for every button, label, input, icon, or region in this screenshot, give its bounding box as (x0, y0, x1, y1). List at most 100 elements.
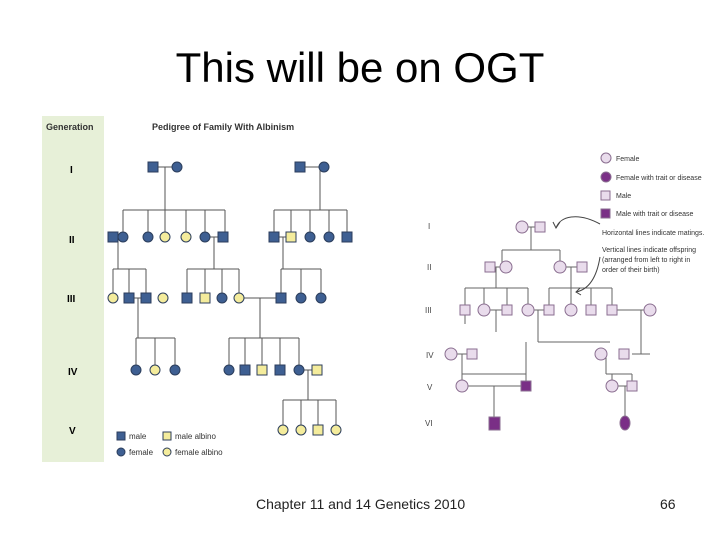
male-albino-symbol (312, 424, 324, 436)
female-symbol (216, 292, 228, 304)
female-symbol (521, 303, 535, 317)
female-symbol (130, 364, 142, 376)
male-symbol (123, 292, 135, 304)
female-symbol (171, 161, 183, 173)
footer-text: Chapter 11 and 14 Genetics 2010 (256, 496, 466, 512)
female-albino-symbol (330, 424, 342, 436)
male-affected-symbol (488, 416, 501, 431)
legend-male-albino-label: male albino (175, 432, 216, 441)
male-symbol (268, 231, 280, 243)
pedigree-symbols (444, 220, 657, 431)
generation-column-panel (42, 116, 104, 462)
vertical-lines-note-3: order of their birth) (602, 267, 660, 274)
male-symbol (576, 261, 588, 273)
female-albino-symbol (157, 292, 169, 304)
generation-label-v: V (69, 426, 76, 437)
male-symbol (140, 292, 152, 304)
female-symbol (295, 292, 307, 304)
female-albino-symbol (295, 424, 307, 436)
generation-label-i: I (70, 165, 73, 176)
male-symbol (181, 292, 193, 304)
annotation-arrows (552, 216, 601, 296)
female-symbol (515, 220, 529, 234)
generation-label-iv: IV (68, 367, 78, 378)
legend-female-affected-swatch (600, 171, 612, 183)
female-symbol (323, 231, 335, 243)
female-symbol (304, 231, 316, 243)
legend-female-label: Female (616, 156, 639, 163)
gen-label-iv: IV (426, 351, 434, 360)
generation-label-iii: III (67, 294, 76, 305)
female-symbol (117, 231, 129, 243)
horizontal-lines-note: Horizontal lines indicate matings. (602, 230, 704, 237)
female-symbol (455, 379, 469, 393)
gen-label-i: I (428, 222, 430, 231)
legend-female-swatch (600, 152, 612, 164)
female-albino-symbol (107, 292, 119, 304)
male-symbol (217, 231, 229, 243)
male-affected-symbol (520, 380, 532, 392)
male-symbol (618, 348, 630, 360)
male-albino-symbol (256, 364, 268, 376)
female-symbol (315, 292, 327, 304)
page-number: 66 (660, 496, 676, 512)
pedigree-title: Pedigree of Family With Albinism (152, 122, 294, 132)
gen-label-ii: II (427, 263, 431, 272)
male-symbol (606, 304, 618, 316)
female-symbol (223, 364, 235, 376)
legend-male-label: male (129, 432, 147, 441)
male-albino-symbol (199, 292, 211, 304)
female-symbol (293, 364, 305, 376)
male-symbol (484, 261, 496, 273)
male-symbol (626, 380, 638, 392)
female-symbol (477, 303, 491, 317)
female-affected-symbol (619, 415, 631, 431)
female-symbol (594, 347, 608, 361)
male-symbol (294, 161, 306, 173)
female-albino-symbol (159, 231, 171, 243)
vertical-lines-note-1: Vertical lines indicate offspring (602, 247, 696, 254)
legend-male-albino-swatch (162, 431, 172, 441)
male-symbol (341, 231, 353, 243)
male-symbol (275, 292, 287, 304)
male-symbol (585, 304, 597, 316)
legend-female-albino-label: female albino (175, 448, 223, 457)
female-symbol (499, 260, 513, 274)
generation-header: Generation (46, 122, 94, 132)
albinism-legend: male male albino female female albino (116, 431, 223, 457)
male-symbol (107, 231, 119, 243)
male-albino-symbol (285, 231, 297, 243)
female-symbol (169, 364, 181, 376)
generation-label-ii: II (69, 235, 75, 246)
vertical-lines-note-2: (arranged from left to right in (602, 257, 690, 264)
male-symbol (459, 304, 471, 316)
male-symbol (239, 364, 251, 376)
female-albino-symbol (277, 424, 289, 436)
slide-title: This will be on OGT (175, 44, 545, 91)
trait-legend: Female Female with trait or disease Male… (600, 152, 704, 274)
gen-label-iii: III (425, 306, 432, 315)
female-symbol (643, 303, 657, 317)
legend-female-albino-swatch (162, 447, 172, 457)
female-symbol (444, 347, 458, 361)
female-symbol (318, 161, 330, 173)
female-symbol (199, 231, 211, 243)
male-symbol (543, 304, 555, 316)
male-symbol (466, 348, 478, 360)
gen-label-vi: VI (425, 419, 433, 428)
legend-male-swatch (116, 431, 126, 441)
female-symbol (553, 260, 567, 274)
male-albino-symbol (311, 364, 323, 376)
female-symbol (564, 303, 578, 317)
legend-male-swatch (600, 190, 611, 201)
female-symbol (142, 231, 154, 243)
female-albino-symbol (233, 292, 245, 304)
male-symbol (534, 221, 546, 233)
female-symbol (605, 379, 619, 393)
legend-male-affected-swatch (600, 208, 611, 219)
legend-female-label: female (129, 448, 154, 457)
legend-male-label: Male (616, 193, 631, 200)
gen-label-v: V (427, 383, 433, 392)
female-albino-symbol (180, 231, 192, 243)
pedigree-symbols (107, 161, 353, 436)
